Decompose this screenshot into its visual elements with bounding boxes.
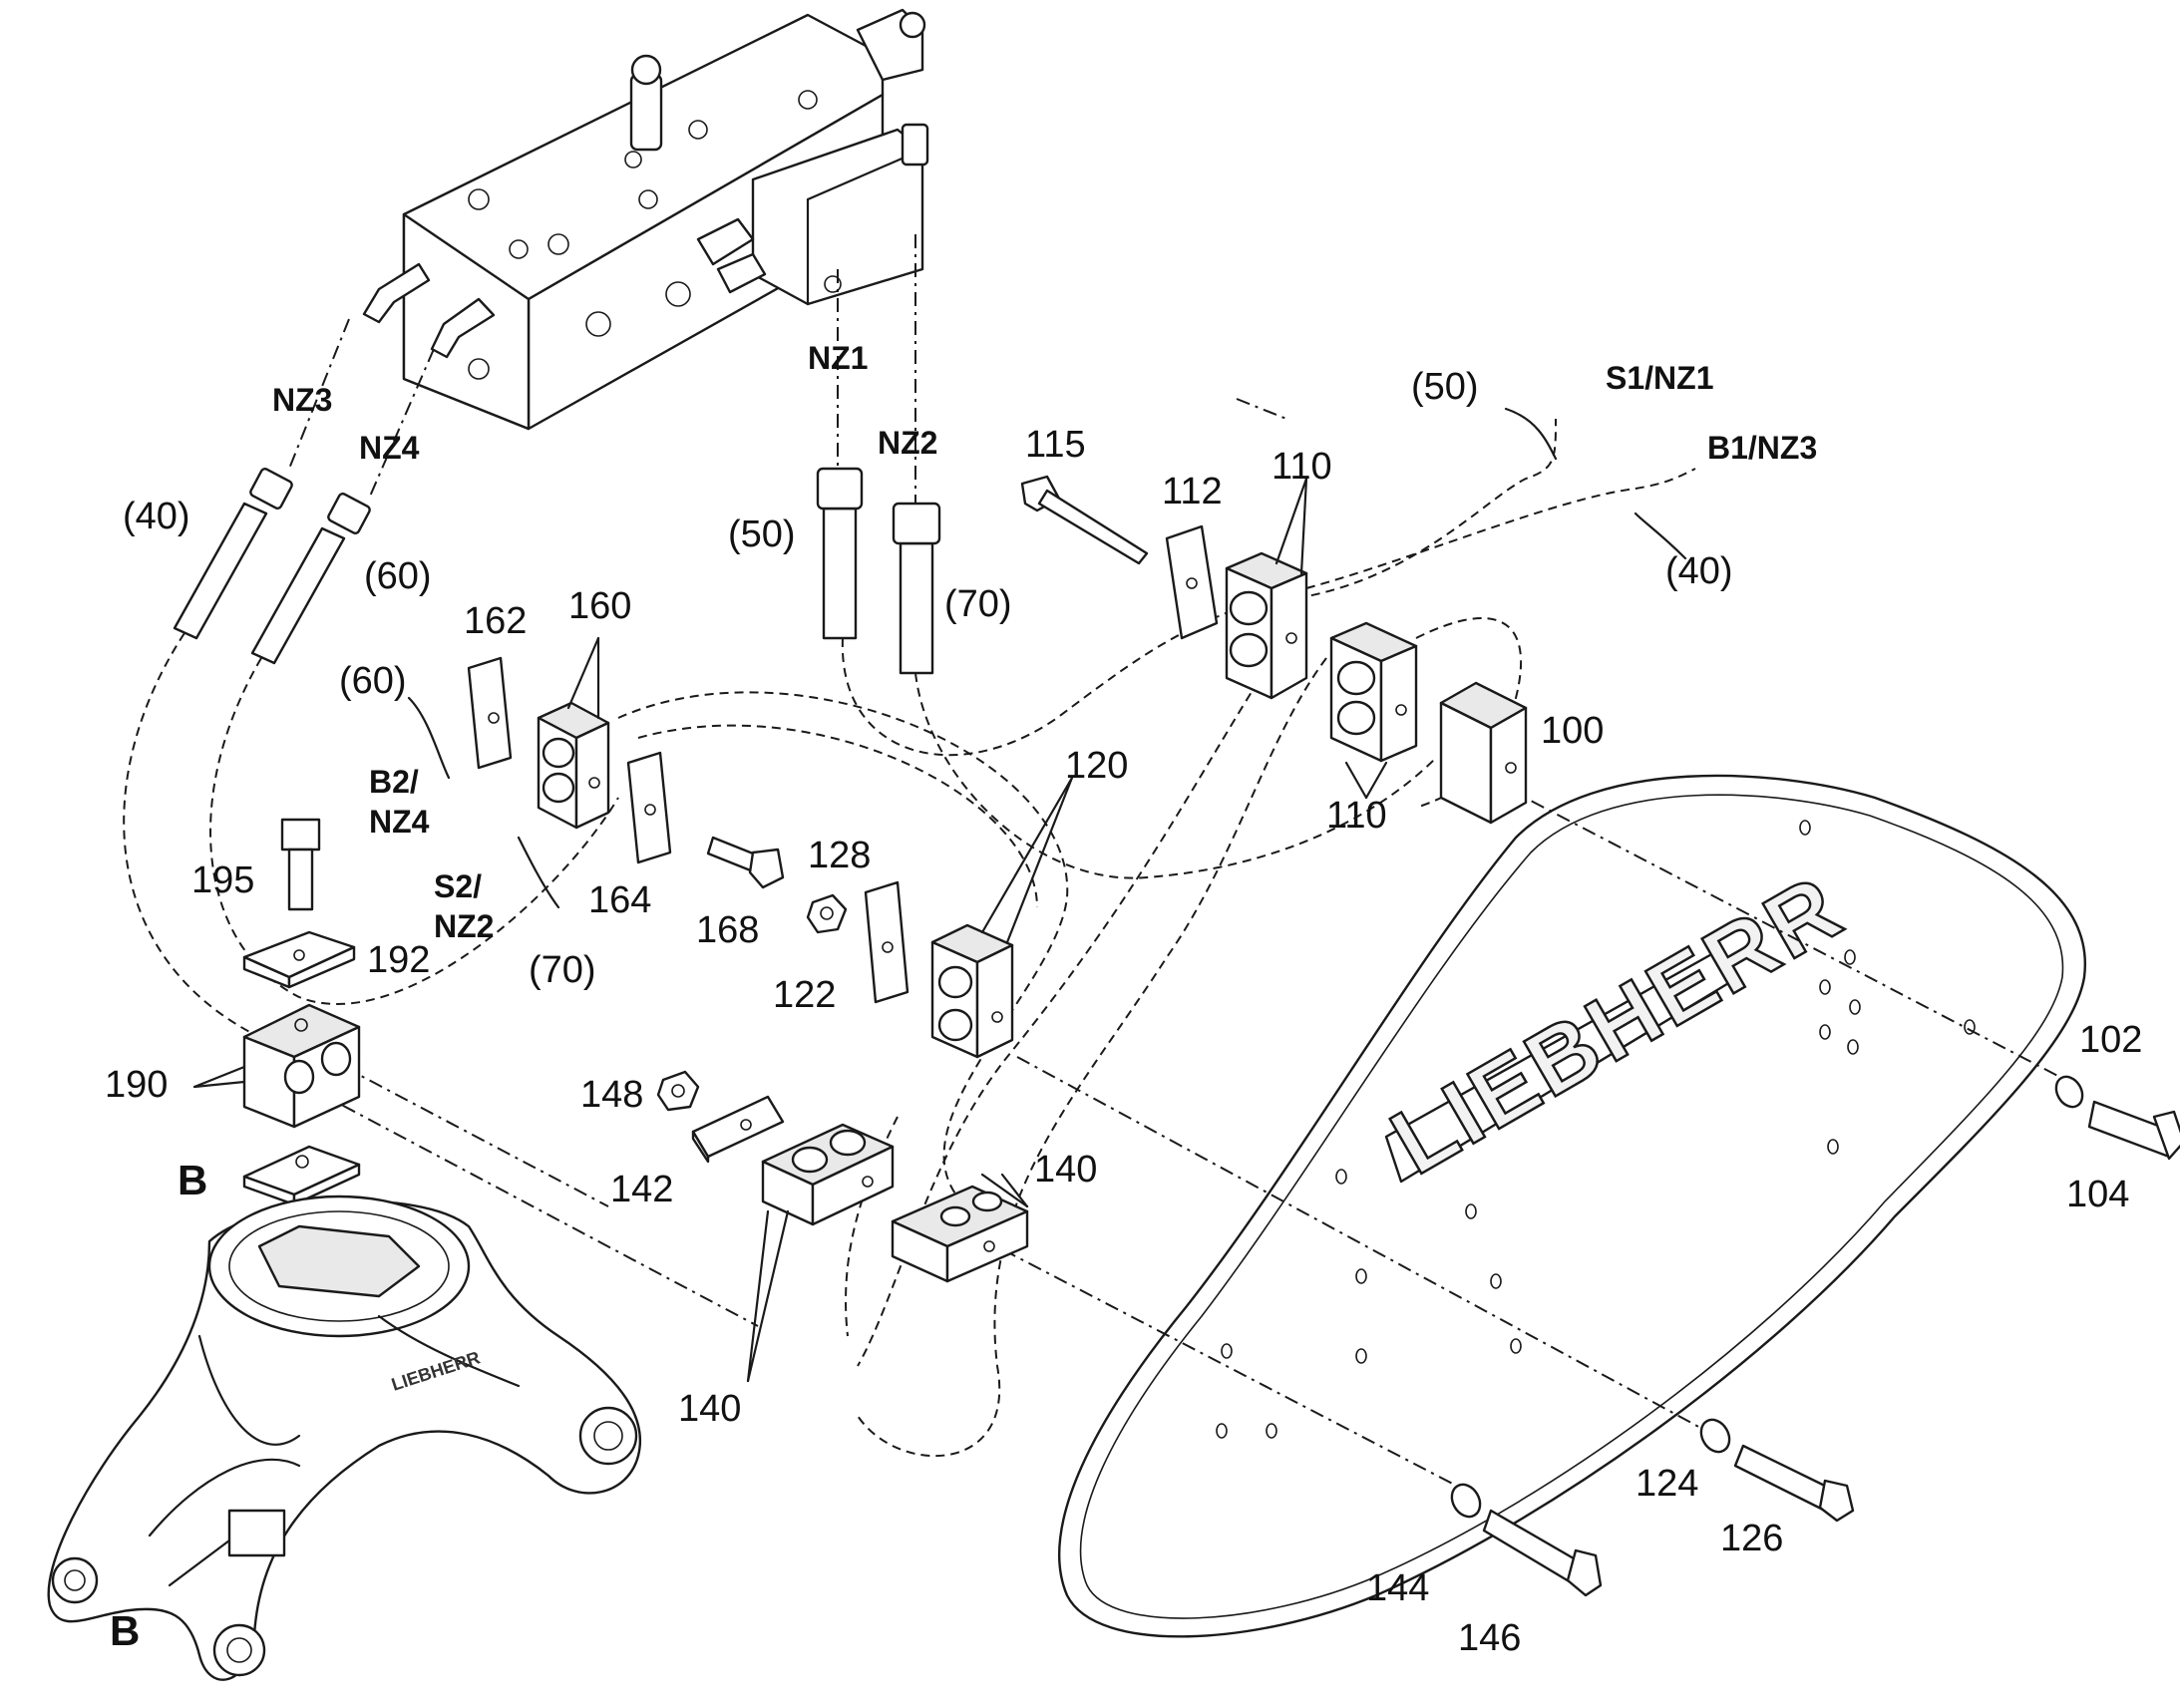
- bolt-104: [2087, 1100, 2180, 1161]
- label-nz3: NZ3: [272, 382, 332, 418]
- label-128: 128: [808, 835, 871, 876]
- bolt-126: [1733, 1444, 1855, 1523]
- clamp-160: [537, 701, 610, 830]
- label-142: 142: [610, 1169, 673, 1210]
- washer-124: [1699, 1418, 1731, 1454]
- leader-lines: [192, 407, 1687, 1383]
- label-nz2-b: NZ2: [434, 908, 494, 944]
- label-190: 190: [105, 1064, 168, 1106]
- clamp-120: [930, 923, 1014, 1059]
- label-b1-nz3: B1/NZ3: [1707, 430, 1817, 466]
- crane-frame: LIEBHERR: [47, 1195, 642, 1681]
- label-120: 120: [1065, 745, 1128, 787]
- label-104: 104: [2066, 1174, 2129, 1215]
- clamp-140-right: [891, 1185, 1029, 1283]
- block-100: [1439, 681, 1528, 825]
- bolt-146: [1482, 1509, 1603, 1597]
- valve-block: [362, 8, 929, 431]
- label-115: 115: [1025, 424, 1086, 466]
- label-110-bottom: 110: [1326, 795, 1387, 837]
- bolt-115: [1020, 475, 1149, 565]
- clamp-110-upper: [1225, 551, 1308, 700]
- label-ref-60-b: (60): [339, 660, 407, 702]
- hose-code-labels: NZ3 NZ4 NZ1 NZ2 S1/NZ1 B1/NZ3 B2/ NZ4 S2…: [272, 340, 1817, 944]
- label-nz4: NZ4: [359, 430, 420, 466]
- nut-128: [806, 893, 848, 934]
- label-124: 124: [1635, 1463, 1698, 1505]
- washer-102: [2054, 1075, 2084, 1109]
- label-144: 144: [1366, 1567, 1429, 1609]
- hose-70: [892, 502, 941, 675]
- plate-162: [467, 656, 513, 770]
- label-nz4-b: NZ4: [369, 804, 430, 840]
- label-ref-40: (40): [123, 496, 190, 537]
- backing-plate: LIEBHERR: [1058, 774, 2087, 1638]
- clamp-190: [242, 1003, 361, 1129]
- plate-142: [691, 1095, 785, 1164]
- hose-ref-labels: (40) (60) (50) (70) (50) (40) (60) (70): [123, 366, 1733, 991]
- plate-122: [864, 880, 909, 1004]
- clamp-110-lower: [1329, 621, 1418, 763]
- label-s2: S2/: [434, 868, 482, 904]
- label-112: 112: [1162, 471, 1223, 512]
- label-ref-50: (50): [728, 513, 796, 555]
- plate-164: [626, 751, 672, 864]
- label-nz1: NZ1: [808, 340, 868, 376]
- label-160: 160: [568, 585, 631, 627]
- detail-mark-b-bottom: B: [110, 1607, 140, 1654]
- label-ref-70-b: (70): [529, 949, 596, 991]
- label-122: 122: [773, 974, 836, 1016]
- label-ref-40-b: (40): [1665, 550, 1733, 592]
- label-nz2: NZ2: [878, 425, 937, 461]
- label-146: 146: [1458, 1617, 1521, 1659]
- label-126: 126: [1720, 1518, 1783, 1559]
- bolt-168: [706, 836, 785, 889]
- label-162: 162: [464, 600, 527, 642]
- label-100: 100: [1541, 710, 1604, 752]
- label-164: 164: [588, 879, 651, 921]
- bolt-195: [280, 818, 321, 911]
- part-number-labels: 115 112 110 100 110 120 162 160 164 168 …: [105, 424, 2142, 1659]
- detail-mark-b-top: B: [178, 1157, 207, 1203]
- nut-148: [656, 1070, 700, 1112]
- hose-50: [816, 467, 864, 640]
- clamp-140: [761, 1123, 895, 1226]
- hose-60: [250, 492, 371, 665]
- mount-hole: [1216, 820, 1976, 1439]
- hose-40: [173, 467, 293, 640]
- label-195: 195: [191, 859, 254, 901]
- label-168: 168: [696, 909, 759, 951]
- label-192: 192: [367, 939, 430, 981]
- label-ref-70: (70): [944, 583, 1012, 625]
- label-110-top: 110: [1272, 446, 1332, 488]
- plate-192: [242, 930, 356, 989]
- label-102: 102: [2079, 1019, 2142, 1061]
- plate-112: [1165, 524, 1219, 640]
- label-ref-50-b: (50): [1411, 366, 1479, 408]
- label-140-bottom: 140: [678, 1388, 741, 1430]
- washer-144: [1450, 1483, 1482, 1519]
- clamp-b-location: [227, 1509, 286, 1557]
- label-b2: B2/: [369, 764, 419, 800]
- label-s1-nz1: S1/NZ1: [1606, 360, 1713, 396]
- plate-190-base: [242, 1145, 361, 1206]
- label-140-right: 140: [1034, 1149, 1097, 1191]
- label-148: 148: [580, 1074, 643, 1116]
- label-ref-60: (60): [364, 555, 432, 597]
- detail-marks: B B: [110, 1157, 207, 1654]
